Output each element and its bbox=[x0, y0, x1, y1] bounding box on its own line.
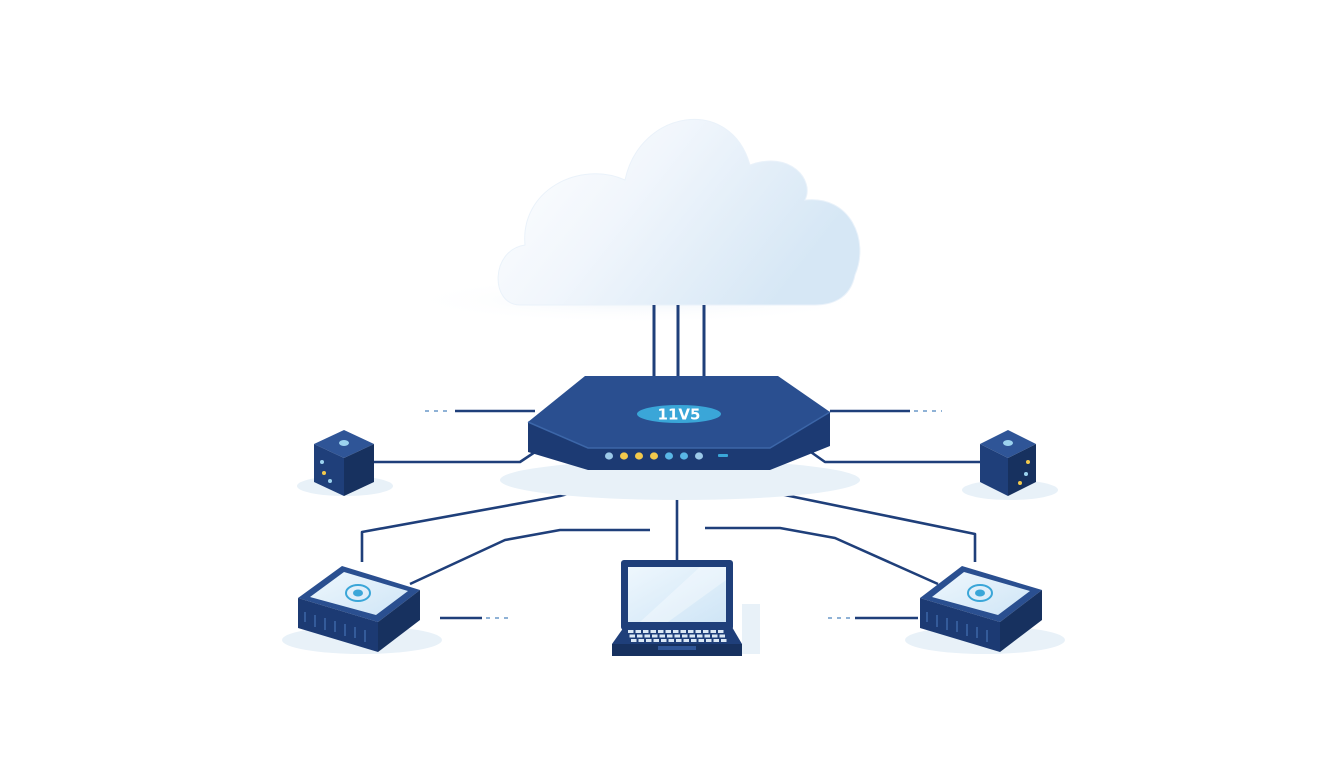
network-switch-right bbox=[905, 566, 1065, 654]
server-cube-left bbox=[297, 430, 393, 496]
uplink-cables bbox=[652, 305, 706, 385]
laptop-key bbox=[697, 634, 703, 638]
laptop-key bbox=[718, 630, 724, 633]
laptop-key bbox=[653, 639, 659, 642]
laptop-key bbox=[665, 630, 671, 633]
router-led bbox=[665, 452, 673, 460]
laptop-key bbox=[646, 639, 652, 642]
router-label: 11V5 bbox=[658, 406, 701, 424]
router-led bbox=[605, 452, 613, 460]
laptop-key bbox=[680, 630, 686, 633]
laptop-key bbox=[652, 634, 658, 638]
laptop-key bbox=[710, 630, 716, 633]
laptop-key bbox=[644, 634, 650, 638]
laptop-key bbox=[712, 634, 718, 638]
laptop-key bbox=[691, 639, 697, 642]
cable-dashes bbox=[425, 410, 942, 619]
router-led bbox=[680, 452, 688, 460]
server-cube-right bbox=[962, 430, 1058, 500]
laptop-key bbox=[721, 639, 727, 642]
laptop-key bbox=[704, 634, 710, 638]
laptop-key bbox=[629, 634, 635, 638]
router-icon: 11V5 bbox=[500, 376, 860, 500]
laptop-key bbox=[676, 639, 682, 642]
laptop-key bbox=[688, 630, 694, 633]
laptop-key bbox=[658, 630, 664, 633]
laptop-key bbox=[661, 639, 667, 642]
laptop-key bbox=[650, 630, 656, 633]
router-leds bbox=[605, 452, 703, 460]
laptop-key bbox=[659, 634, 665, 638]
router-led bbox=[620, 452, 628, 460]
laptop-key bbox=[638, 639, 644, 642]
laptop-key bbox=[674, 634, 680, 638]
cloud-icon bbox=[400, 118, 880, 324]
laptop-key bbox=[689, 634, 695, 638]
laptop-key bbox=[703, 630, 709, 633]
laptop-key bbox=[635, 630, 641, 633]
router-status-led bbox=[718, 454, 728, 457]
router-led bbox=[695, 452, 703, 460]
laptop-key bbox=[667, 634, 673, 638]
laptop-keyboard bbox=[628, 630, 727, 642]
laptop-icon bbox=[612, 560, 760, 656]
laptop-key bbox=[713, 639, 719, 642]
router-led bbox=[650, 452, 658, 460]
laptop-key bbox=[695, 630, 701, 633]
laptop-key bbox=[682, 634, 688, 638]
laptop-key bbox=[683, 639, 689, 642]
laptop-key bbox=[668, 639, 674, 642]
laptop-key bbox=[719, 634, 725, 638]
laptop-key bbox=[643, 630, 649, 633]
network-switch-left bbox=[282, 566, 442, 654]
laptop-key bbox=[706, 639, 712, 642]
router-led bbox=[635, 452, 643, 460]
laptop-key bbox=[698, 639, 704, 642]
laptop-key bbox=[628, 630, 634, 633]
laptop-key bbox=[673, 630, 679, 633]
laptop-key bbox=[637, 634, 643, 638]
laptop-key bbox=[631, 639, 637, 642]
